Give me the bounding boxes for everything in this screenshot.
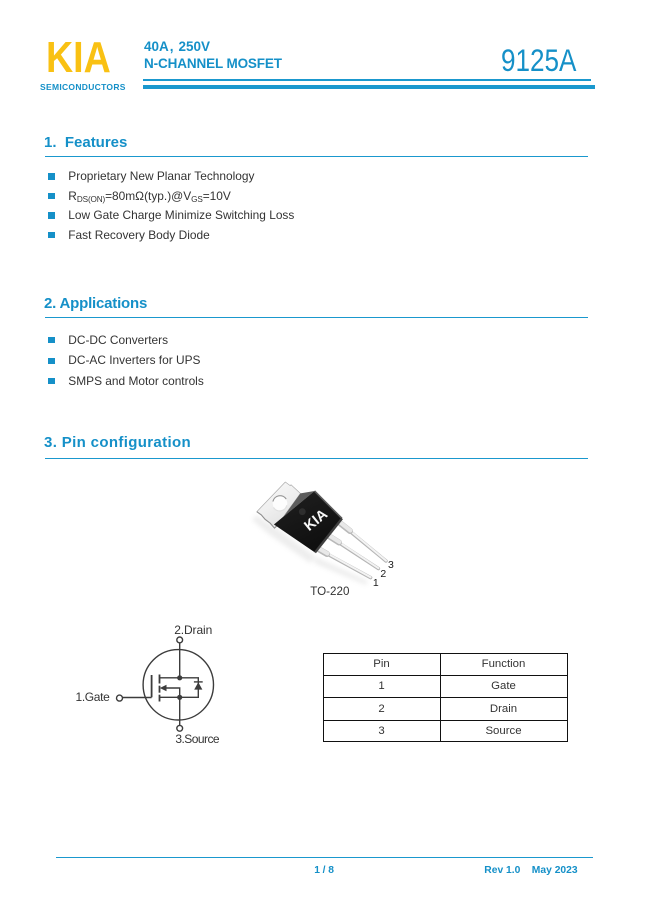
svg-text:1: 1	[373, 577, 379, 589]
svg-text:3: 3	[388, 559, 394, 571]
svg-text:2: 2	[380, 568, 386, 580]
